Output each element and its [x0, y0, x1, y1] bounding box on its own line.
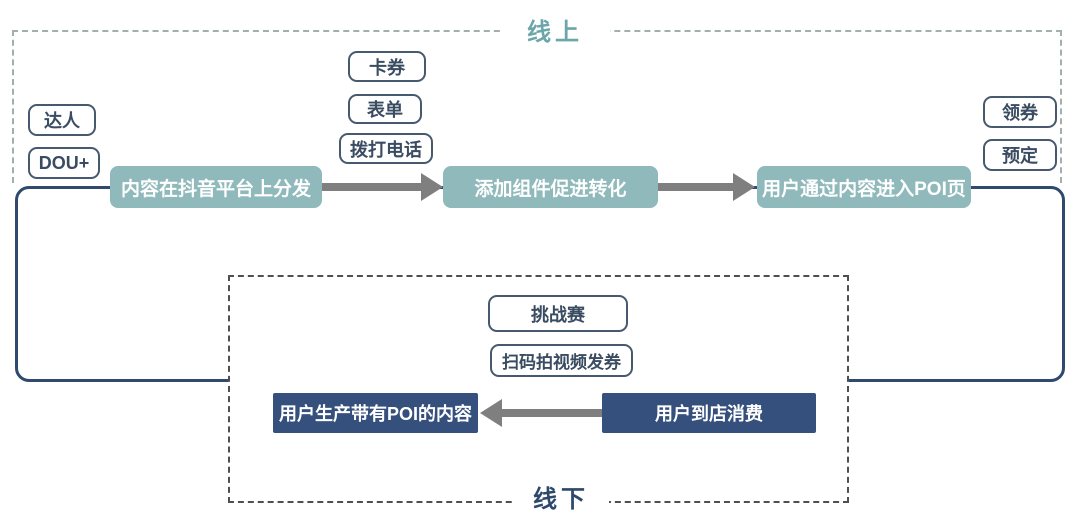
arrowhead-right-icon	[421, 173, 443, 201]
online-dashed-region	[12, 30, 1062, 183]
online-region-title: 线上	[500, 13, 610, 46]
tag-challenge-contest: 挑战赛	[488, 295, 628, 332]
flow-step-user-generates-poi-content: 用户生产带有POI的内容	[273, 393, 478, 433]
tag-card-coupon: 卡券	[348, 51, 426, 82]
flow-step-enter-poi-page: 用户通过内容进入POI页	[757, 166, 971, 208]
flow-step-user-visits-store: 用户到店消费	[602, 393, 816, 433]
tag-dou-plus: DOU+	[28, 147, 100, 179]
tag-influencer: 达人	[28, 104, 96, 136]
arrow-step1-to-step2	[322, 183, 422, 191]
tag-scan-video-coupon: 扫码拍视频发券	[490, 344, 633, 377]
tag-reservation: 预定	[983, 139, 1057, 171]
flow-step-content-distribution: 内容在抖音平台上分发	[110, 166, 322, 208]
offline-region-title: 线下	[513, 480, 609, 513]
arrowhead-right-icon	[733, 173, 755, 201]
arrow-step2-to-step3	[658, 183, 734, 191]
flow-step-add-components: 添加组件促进转化	[443, 166, 658, 208]
arrowhead-left-icon	[480, 399, 502, 427]
tag-phone-call: 拨打电话	[339, 133, 433, 164]
tag-claim-coupon: 领券	[983, 96, 1057, 128]
tag-form: 表单	[348, 94, 422, 124]
arrow-store-to-content	[502, 409, 602, 417]
